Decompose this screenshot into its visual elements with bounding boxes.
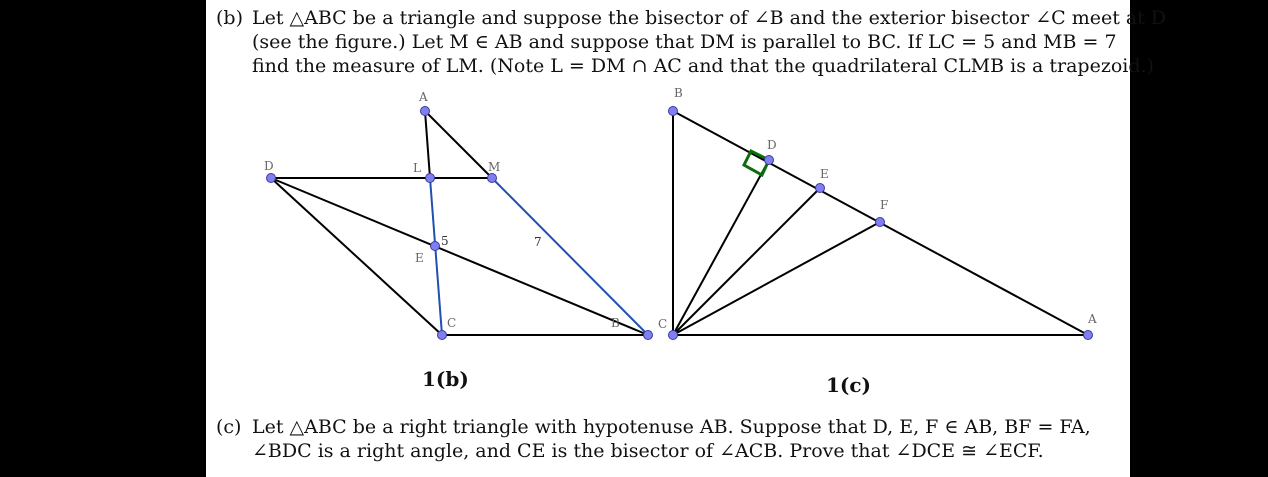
- point-E: [815, 183, 825, 193]
- label-D: D: [767, 138, 777, 152]
- point-M: [487, 173, 497, 183]
- geometry-figures: A D L M E C B 5 7 B D E: [264, 86, 1097, 340]
- segment-CD: [672, 159, 770, 336]
- problem-b-label: (b): [216, 7, 243, 29]
- point-E: [430, 241, 440, 251]
- problem-b-line-3: find the measure of LM. (Note L = DM ∩ A…: [252, 55, 1154, 77]
- label-MB-length: 7: [534, 235, 542, 249]
- problem-c-line-1: Let △ABC be a right triangle with hypote…: [252, 416, 1091, 438]
- problem-c-line-2: ∠BDC is a right angle, and CE is the bis…: [252, 440, 1044, 462]
- segment-CF: [672, 221, 881, 336]
- label-F: F: [880, 198, 888, 212]
- label-L: L: [413, 161, 421, 175]
- segment-DC: [270, 177, 443, 336]
- segment-AM: [424, 110, 493, 179]
- figure-b: A D L M E C B 5 7: [264, 90, 653, 340]
- label-D: D: [264, 159, 274, 173]
- label-E: E: [415, 251, 424, 265]
- label-E: E: [820, 167, 829, 181]
- document-page: (b) Let △ABC be a triangle and suppose th…: [206, 0, 1166, 477]
- label-B: B: [611, 316, 620, 330]
- label-B: B: [674, 86, 683, 100]
- point-L: [425, 173, 435, 183]
- right-black-margin: [1130, 0, 1268, 477]
- segment-DB: [270, 177, 649, 336]
- point-B: [668, 106, 678, 116]
- segment-CE: [672, 187, 821, 336]
- figure-c: B D E F C A: [658, 86, 1097, 340]
- label-A: A: [418, 90, 428, 104]
- caption-figure-b: 1(b): [422, 367, 469, 391]
- problem-c-label: (c): [216, 416, 242, 438]
- problem-b-line-2: (see the figure.) Let M ∈ AB and suppose…: [252, 31, 1117, 53]
- label-A: A: [1087, 312, 1097, 326]
- point-D: [764, 155, 774, 165]
- point-C: [437, 330, 447, 340]
- point-D: [266, 173, 276, 183]
- label-LC-length: 5: [441, 234, 449, 248]
- left-black-margin: [0, 0, 206, 477]
- point-F: [875, 217, 885, 227]
- label-C: C: [447, 316, 456, 330]
- point-A: [1083, 330, 1093, 340]
- problem-b: (b) Let △ABC be a triangle and suppose th…: [216, 6, 1166, 78]
- point-A: [420, 106, 430, 116]
- label-C: C: [658, 317, 667, 331]
- point-C: [668, 330, 678, 340]
- label-M: M: [488, 160, 500, 174]
- segment-LC: [429, 177, 443, 336]
- point-B: [643, 330, 653, 340]
- segment-MB: [491, 177, 649, 336]
- right-angle-mark: [742, 148, 771, 178]
- problem-b-line-1: Let △ABC be a triangle and suppose the b…: [252, 7, 1167, 29]
- segment-AL: [424, 110, 431, 179]
- problem-c: (c) Let △ABC be a right triangle with hyp…: [216, 415, 1126, 463]
- caption-figure-c: 1(c): [826, 373, 872, 397]
